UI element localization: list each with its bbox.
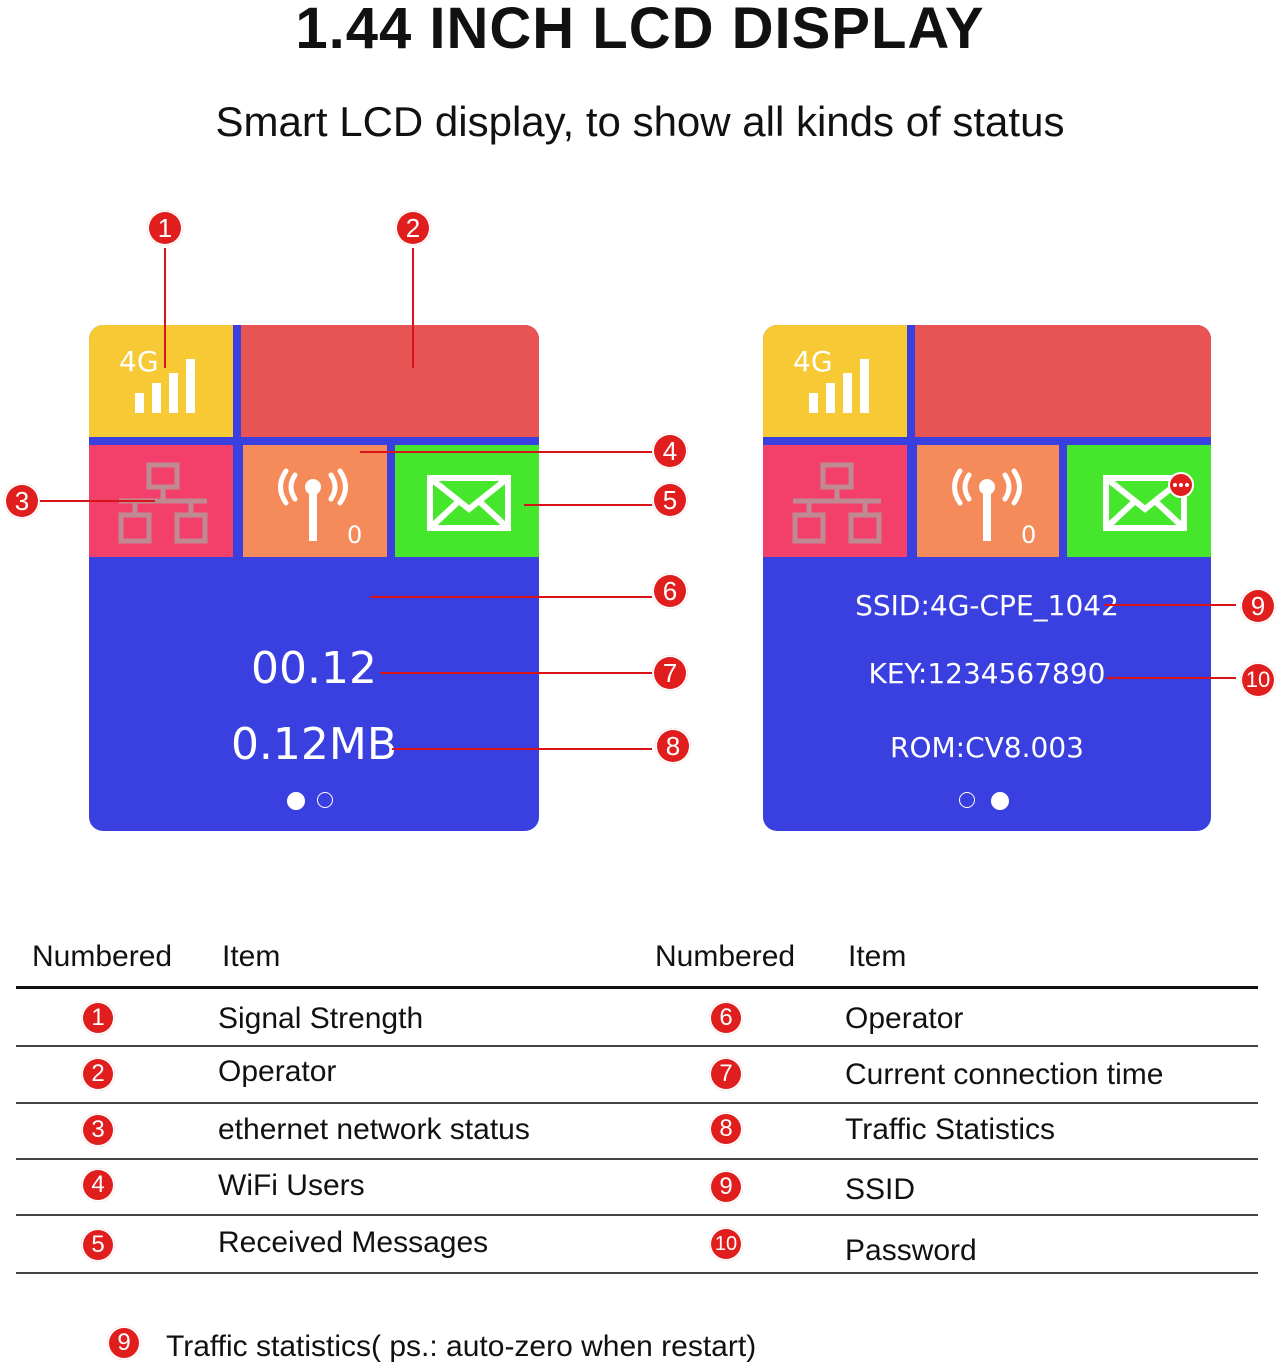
signal-tile: 4G bbox=[89, 325, 233, 437]
wifi-users-tile: 0 bbox=[243, 445, 387, 557]
row-item: Password bbox=[845, 1234, 977, 1267]
new-message-dot-icon bbox=[1168, 472, 1194, 498]
row-badge-8: 8 bbox=[709, 1112, 743, 1146]
rom-text: ROM:CV8.003 bbox=[890, 731, 1084, 764]
table-row-divider bbox=[16, 1158, 1258, 1160]
row-item: Traffic Statistics bbox=[845, 1113, 1056, 1146]
lcd-screen-left: 4G bbox=[89, 325, 539, 831]
callout-line-9 bbox=[1104, 604, 1236, 606]
page-title: 1.44 INCH LCD DISPLAY bbox=[295, 0, 985, 61]
table-header-numbered-2: Numbered bbox=[655, 940, 796, 973]
footnote-badge: 9 bbox=[107, 1326, 141, 1360]
callout-badge-3: 3 bbox=[4, 483, 40, 519]
callout-line-3 bbox=[40, 500, 155, 502]
wifi-user-count: 0 bbox=[347, 521, 363, 549]
callout-line-5 bbox=[524, 504, 652, 506]
table-header-numbered-1: Numbered bbox=[32, 940, 173, 973]
page-indicator-inactive bbox=[959, 792, 975, 808]
row-item: Operator bbox=[845, 1002, 964, 1035]
table-row-divider bbox=[16, 1102, 1258, 1104]
table-row-divider bbox=[16, 1214, 1258, 1216]
operator-tile bbox=[241, 325, 539, 437]
callout-line-4 bbox=[360, 451, 652, 453]
wifi-user-count: 0 bbox=[1021, 521, 1037, 549]
table-row-divider bbox=[16, 1272, 1258, 1274]
table-header-item-1: Item bbox=[222, 940, 281, 973]
row-item: Received Messages bbox=[218, 1226, 489, 1259]
page-indicator-active bbox=[991, 792, 1009, 810]
row-badge-5: 5 bbox=[81, 1228, 115, 1262]
callout-line-2 bbox=[412, 248, 414, 368]
wifi-users-tile: 0 bbox=[917, 445, 1059, 557]
callout-line-1 bbox=[164, 248, 166, 368]
row-item: SSID bbox=[845, 1173, 916, 1206]
row-badge-3: 3 bbox=[81, 1113, 115, 1147]
signal-bars-icon bbox=[135, 359, 195, 413]
row-badge-7: 7 bbox=[709, 1057, 743, 1091]
callout-badge-6: 6 bbox=[652, 573, 688, 609]
ethernet-icon bbox=[118, 462, 208, 544]
callout-badge-2: 2 bbox=[395, 210, 431, 246]
row-item: WiFi Users bbox=[218, 1169, 365, 1202]
callout-badge-10: 10 bbox=[1240, 662, 1276, 698]
envelope-icon bbox=[427, 475, 511, 531]
page-indicator-inactive bbox=[317, 792, 333, 808]
row-badge-6: 6 bbox=[709, 1001, 743, 1035]
callout-line-6 bbox=[370, 596, 652, 598]
callout-line-8 bbox=[392, 748, 652, 750]
row-badge-10: 10 bbox=[709, 1227, 743, 1261]
operator-tile bbox=[915, 325, 1211, 437]
messages-tile bbox=[395, 445, 539, 557]
callout-badge-5: 5 bbox=[652, 482, 688, 518]
row-badge-4: 4 bbox=[81, 1168, 115, 1202]
lcd-screen-right: 4G bbox=[763, 325, 1211, 831]
ethernet-tile bbox=[89, 445, 233, 557]
callout-line-10 bbox=[1106, 677, 1236, 679]
messages-tile bbox=[1067, 445, 1211, 557]
page-indicator-active bbox=[287, 792, 305, 810]
network-type-label: 4G bbox=[119, 345, 159, 378]
row-item: Current connection time bbox=[845, 1058, 1164, 1091]
traffic-statistics: 0.12MB bbox=[230, 719, 398, 770]
row-item: Operator bbox=[218, 1055, 337, 1088]
callout-badge-9: 9 bbox=[1240, 588, 1276, 624]
network-type-label: 4G bbox=[793, 345, 833, 378]
page-subtitle: Smart LCD display, to show all kinds of … bbox=[215, 98, 1065, 145]
callout-badge-1: 1 bbox=[147, 210, 183, 246]
ethernet-icon bbox=[792, 462, 882, 544]
signal-tile: 4G bbox=[763, 325, 907, 437]
row-badge-1: 1 bbox=[81, 1001, 115, 1035]
callout-badge-4: 4 bbox=[652, 433, 688, 469]
ethernet-tile bbox=[763, 445, 907, 557]
signal-bars-icon bbox=[809, 359, 869, 413]
table-header-divider bbox=[16, 986, 1258, 989]
row-badge-2: 2 bbox=[81, 1057, 115, 1091]
callout-badge-7: 7 bbox=[652, 655, 688, 691]
row-badge-9: 9 bbox=[709, 1170, 743, 1204]
connection-time: 00.12 bbox=[251, 643, 377, 694]
ssid-text: SSID:4G-CPE_1042 bbox=[855, 589, 1119, 622]
callout-badge-8: 8 bbox=[655, 728, 691, 764]
key-text: KEY:1234567890 bbox=[868, 657, 1106, 690]
table-row-divider bbox=[16, 1045, 1258, 1047]
footnote-text: Traffic statistics( ps.: auto-zero when … bbox=[166, 1330, 757, 1363]
row-item: ethernet network status bbox=[218, 1113, 530, 1146]
antenna-icon bbox=[278, 468, 348, 541]
envelope-icon bbox=[1103, 475, 1187, 531]
callout-line-7 bbox=[380, 672, 652, 674]
antenna-icon bbox=[952, 468, 1022, 541]
row-item: Signal Strength bbox=[218, 1002, 424, 1035]
table-header-item-2: Item bbox=[848, 940, 907, 973]
